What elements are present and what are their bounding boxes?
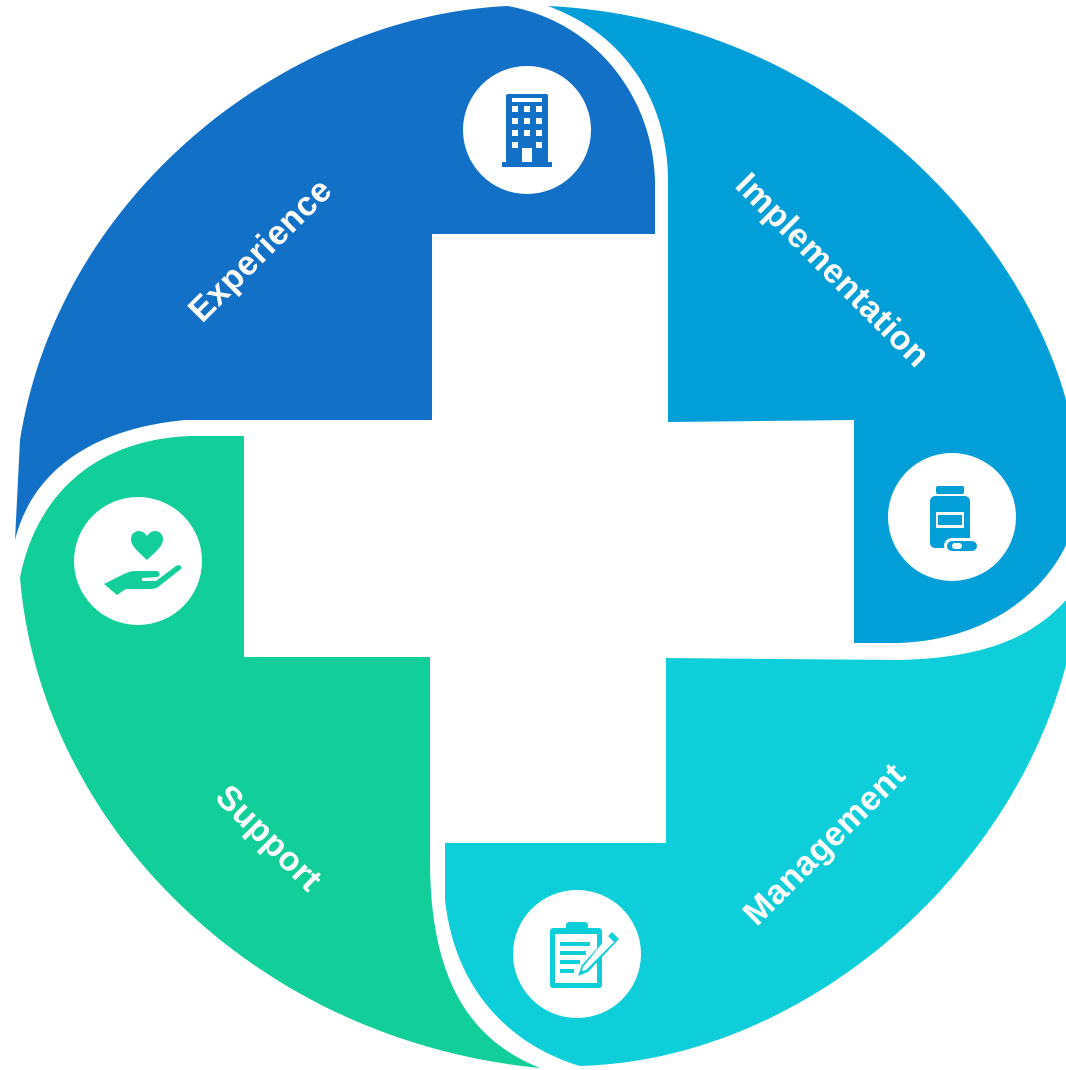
management-icon-badge (513, 890, 641, 1018)
hand-heart-icon (104, 531, 182, 595)
clipboard-pen-icon (550, 922, 619, 988)
support-icon-badge (74, 497, 202, 625)
medicine-bottle-icon (930, 486, 980, 554)
building-icon (502, 94, 552, 167)
implementation-icon-badge (888, 453, 1016, 581)
experience-icon-badge (463, 66, 591, 194)
